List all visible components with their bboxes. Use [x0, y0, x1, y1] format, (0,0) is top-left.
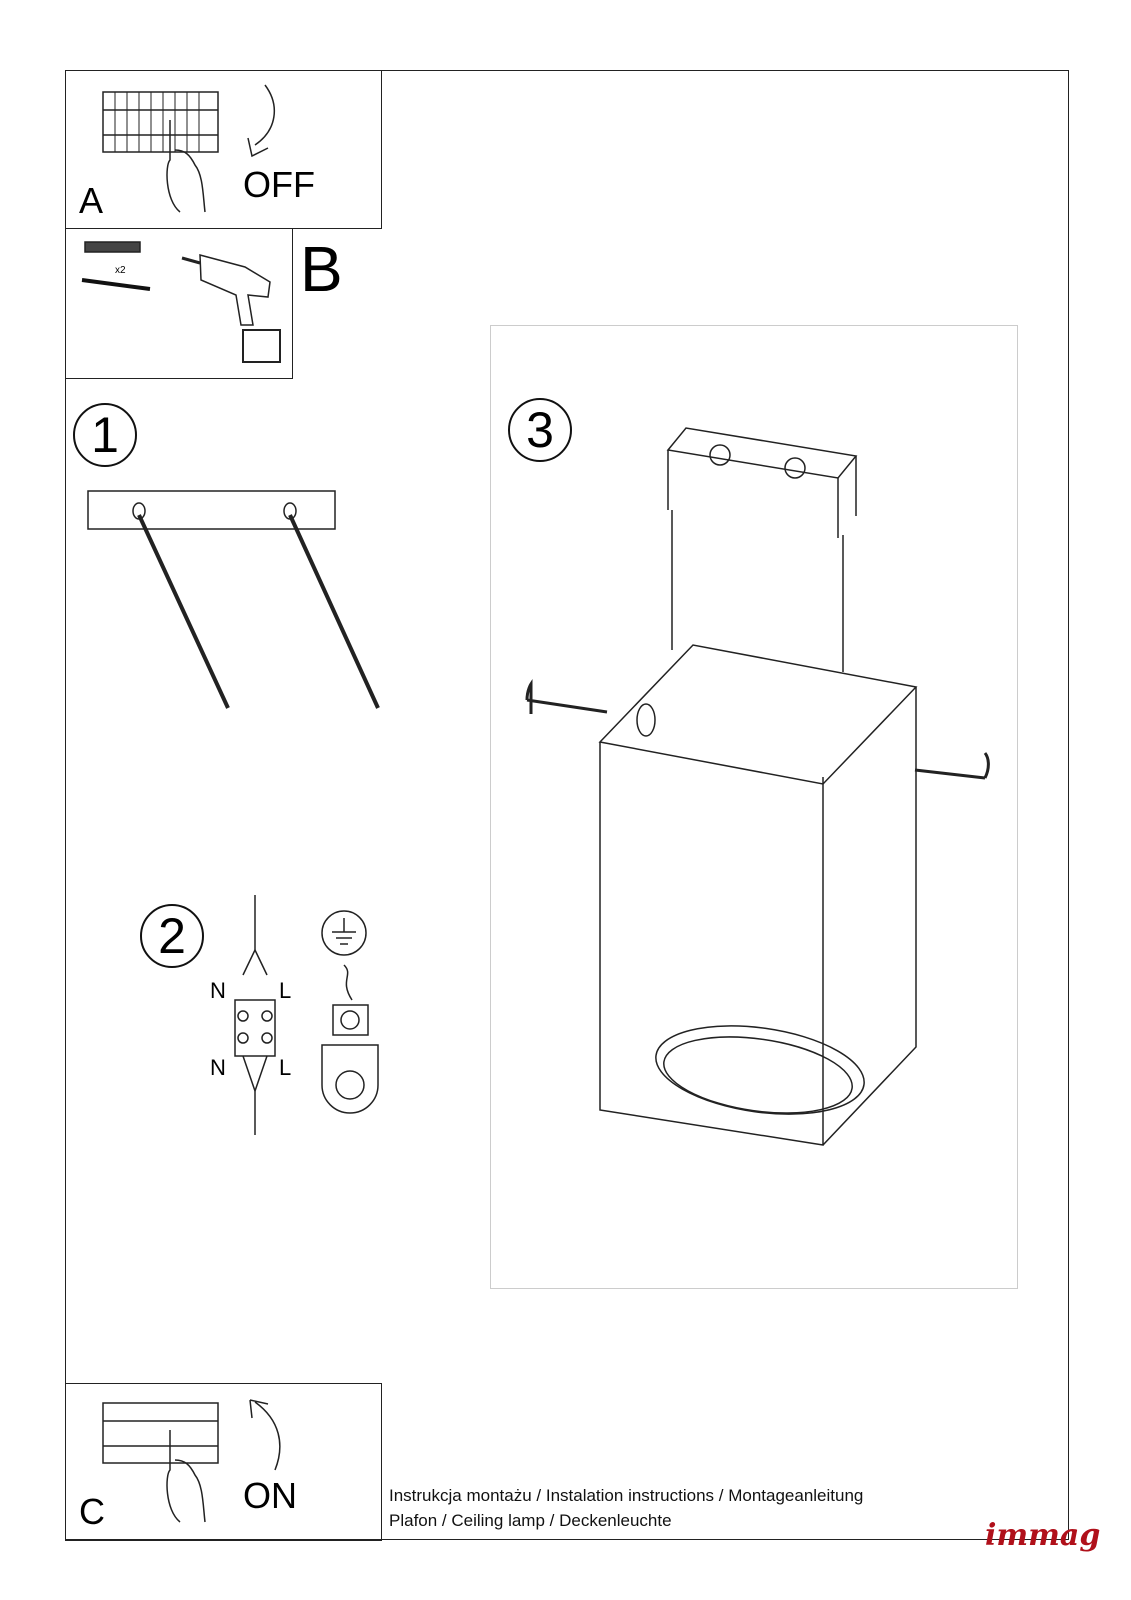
step-a-power-off-box: A OFF — [65, 70, 382, 229]
drill-icon — [181, 254, 281, 363]
step-1-number: 1 — [73, 403, 137, 467]
arrow-down-icon — [247, 84, 275, 158]
step-c-letter: C — [79, 1491, 105, 1532]
breaker-panel-on-icon — [102, 1402, 219, 1523]
footer-instructions-title: Instrukcja montażu / Instalation instruc… — [389, 1486, 864, 1505]
terminal-block-icon — [234, 895, 276, 1135]
step-b-tools-box: x2 — [65, 228, 293, 379]
live-top-label: L — [279, 978, 292, 1003]
step-b-letter: B — [300, 233, 343, 305]
wall-plug-and-screw-icon — [81, 241, 151, 291]
screw-and-plug-icon — [137, 514, 380, 709]
ceiling-lamp-drawing — [525, 427, 990, 1146]
neutral-top-label: N — [210, 978, 226, 1003]
earth-terminal-icon — [321, 910, 379, 1114]
power-on-label: ON — [243, 1475, 297, 1516]
brand-logo: immag — [985, 1518, 1101, 1553]
step-3-panel — [490, 325, 1018, 1289]
live-bottom-label: L — [279, 1055, 292, 1080]
quantity-label: x2 — [115, 265, 126, 276]
step-c-power-on-box: C ON — [65, 1383, 382, 1541]
step-a-letter: A — [79, 180, 104, 221]
power-off-label: OFF — [243, 164, 315, 205]
breaker-panel-off-icon — [102, 91, 219, 213]
arrow-up-icon — [249, 1399, 281, 1471]
footer-product-type: Plafon / Ceiling lamp / Deckenleuchte — [389, 1511, 672, 1530]
step-3-number: 3 — [508, 398, 572, 462]
page-frame — [65, 70, 1069, 1540]
neutral-bottom-label: N — [210, 1055, 226, 1080]
step-2-number: 2 — [140, 904, 204, 968]
ceiling-plate — [87, 490, 336, 530]
